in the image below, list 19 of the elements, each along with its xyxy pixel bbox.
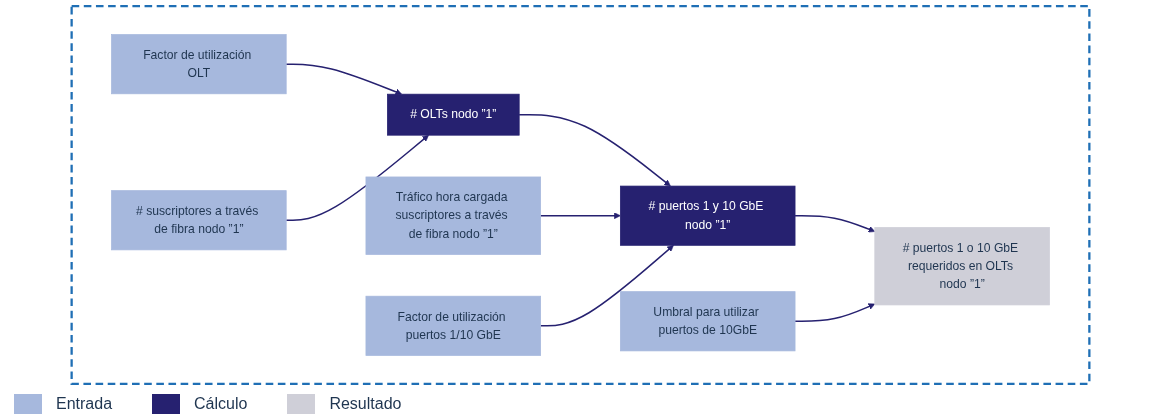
legend-label: Resultado xyxy=(329,395,402,413)
arrow xyxy=(285,63,402,96)
legend-label: Entrada xyxy=(56,395,113,413)
arrow xyxy=(285,134,429,221)
node-box: Tráfico hora cargada suscriptores a través de fibra nodo ”1” xyxy=(365,176,541,255)
arrow xyxy=(794,303,876,323)
arrow xyxy=(794,214,876,233)
node-box: Umbral para utilizar puertos de 10GbE xyxy=(620,291,796,352)
legend-label: Cálculo xyxy=(194,395,248,413)
node-box: # puertos 1 o 10 GbE requeridos en OLTs nodo ”1” xyxy=(874,227,1050,306)
node-box: # OLTs nodo ”1” xyxy=(387,93,520,136)
node-box: Factor de utilización OLT xyxy=(111,34,287,95)
arrow xyxy=(539,212,621,220)
node-box: # puertos 1 y 10 GbE nodo ”1” xyxy=(620,185,796,246)
arrow xyxy=(539,245,674,327)
node-box: Factor de utilización puertos 1/10 GbE xyxy=(365,295,541,356)
node-box: # suscriptores a través de fibra nodo ”1” xyxy=(111,190,287,251)
arrow xyxy=(518,113,671,187)
cluster xyxy=(70,4,1091,386)
